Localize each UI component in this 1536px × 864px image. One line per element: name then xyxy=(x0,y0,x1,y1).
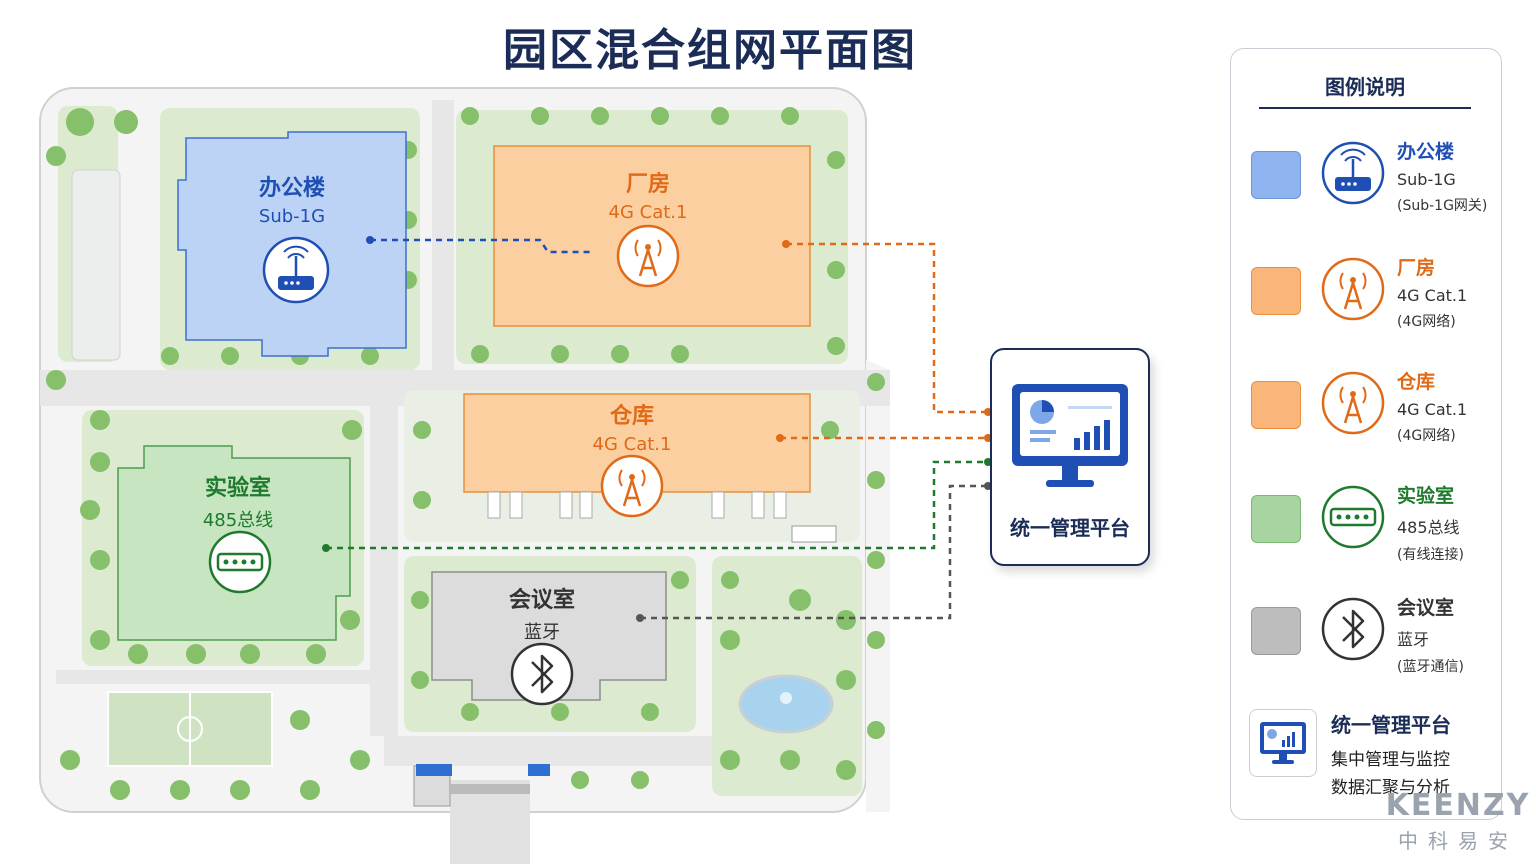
legend-swatch xyxy=(1251,267,1301,315)
legend-desc: (有线连接) xyxy=(1397,547,1464,563)
legend-title: 图例说明 xyxy=(1325,75,1405,99)
legend-item-warehouse: 仓库 4G Cat.1 (4G网络) xyxy=(1231,359,1501,459)
legend-platform-line2: 数据汇聚与分析 xyxy=(1331,778,1450,798)
legend-tech: 蓝牙 xyxy=(1397,630,1430,649)
legend-desc: (Sub-1G网关) xyxy=(1397,198,1488,214)
legend-name: 仓库 xyxy=(1397,371,1436,393)
legend-swatch xyxy=(1251,607,1301,655)
office-label: 办公楼 Sub-1G xyxy=(222,170,362,227)
legend-panel: 图例说明 办公楼 Sub-1G (Sub-1G网关) 厂房 4G Cat.1 xyxy=(1230,48,1502,820)
bus-terminal-icon xyxy=(1321,485,1385,549)
brand-logo: KEENZY 中科易安 xyxy=(1384,788,1532,854)
brand-cn: 中科易安 xyxy=(1398,829,1518,853)
warehouse-building xyxy=(463,393,811,493)
bluetooth-icon xyxy=(510,642,574,706)
legend-tech: 4G Cat.1 xyxy=(1397,400,1468,419)
legend-item-lab: 实验室 485总线 (有线连接) xyxy=(1231,473,1501,573)
legend-platform-box xyxy=(1249,709,1317,777)
brand-en: KEENZY xyxy=(1385,788,1531,823)
router-icon xyxy=(262,236,330,304)
legend-item-platform: 统一管理平台 集中管理与监控 数据汇聚与分析 xyxy=(1249,709,1499,809)
office-tech: Sub-1G xyxy=(258,206,326,227)
factory-link xyxy=(786,242,988,414)
legend-tech: Sub-1G xyxy=(1397,170,1456,189)
legend-platform-name: 统一管理平台 xyxy=(1331,713,1451,737)
legend-divider xyxy=(1259,107,1471,109)
legend-platform-line1: 集中管理与监控 xyxy=(1331,750,1450,770)
legend-item-office: 办公楼 Sub-1G (Sub-1G网关) xyxy=(1231,129,1501,229)
warehouse-label: 仓库 4G Cat.1 xyxy=(562,398,702,455)
page-title: 园区混合组网平面图 xyxy=(503,25,917,76)
cell-tower-icon xyxy=(600,454,664,518)
legend-desc: (4G网络) xyxy=(1397,428,1456,444)
legend-swatch xyxy=(1251,151,1301,199)
office-name: 办公楼 xyxy=(258,176,325,201)
bus-terminal-icon xyxy=(208,530,272,594)
platform-name: 统一管理平台 xyxy=(1010,516,1130,540)
meeting-label: 会议室 蓝牙 xyxy=(472,582,612,644)
legend-name: 办公楼 xyxy=(1397,141,1455,163)
meeting-name: 会议室 xyxy=(508,588,575,613)
lab-link xyxy=(326,460,988,550)
legend-name: 会议室 xyxy=(1397,597,1455,619)
legend-name: 实验室 xyxy=(1397,485,1455,507)
warehouse-name: 仓库 xyxy=(609,404,654,429)
management-platform-card: 统一管理平台 xyxy=(990,348,1150,566)
lab-tech: 485总线 xyxy=(202,510,274,531)
meeting-link xyxy=(640,484,988,620)
monitor-icon xyxy=(1260,722,1306,764)
factory-label: 厂房 4G Cat.1 xyxy=(578,166,718,223)
legend-swatch xyxy=(1251,381,1301,429)
cell-tower-icon xyxy=(1321,257,1385,321)
lab-label: 实验室 485总线 xyxy=(168,470,308,532)
cell-tower-icon xyxy=(1321,371,1385,435)
bluetooth-icon xyxy=(1321,597,1385,661)
factory-name: 厂房 xyxy=(625,172,670,197)
lab-name: 实验室 xyxy=(204,476,271,501)
legend-item-factory: 厂房 4G Cat.1 (4G网络) xyxy=(1231,245,1501,345)
legend-tech: 4G Cat.1 xyxy=(1397,286,1468,305)
legend-desc: (蓝牙通信) xyxy=(1397,659,1464,675)
meeting-tech: 蓝牙 xyxy=(524,622,560,643)
legend-desc: (4G网络) xyxy=(1397,314,1456,330)
legend-name: 厂房 xyxy=(1397,257,1436,279)
office-link xyxy=(370,238,594,254)
meeting-building xyxy=(431,571,667,701)
router-icon xyxy=(1321,141,1385,205)
cell-tower-icon xyxy=(616,224,680,288)
legend-tech: 485总线 xyxy=(1397,518,1460,537)
factory-tech: 4G Cat.1 xyxy=(608,202,688,223)
legend-swatch xyxy=(1251,495,1301,543)
legend-item-meeting: 会议室 蓝牙 (蓝牙通信) xyxy=(1231,585,1501,685)
monitor-icon xyxy=(1012,384,1128,487)
warehouse-tech: 4G Cat.1 xyxy=(592,434,672,455)
